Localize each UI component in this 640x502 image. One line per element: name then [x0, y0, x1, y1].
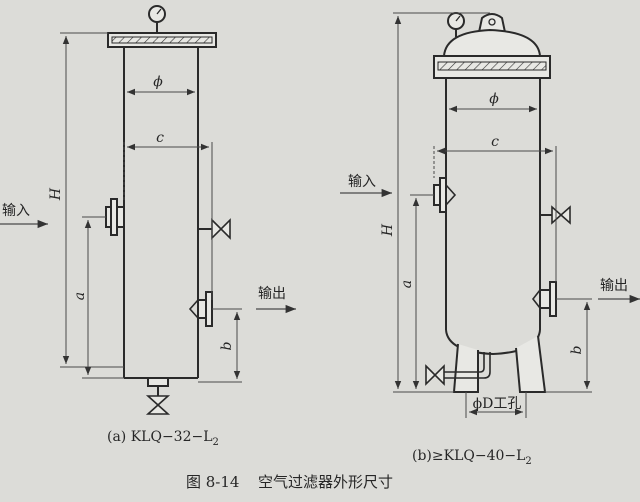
inlet-flange-b — [433, 177, 457, 213]
dim-H-b: H — [380, 223, 396, 237]
dim-phi-a: ϕ — [153, 74, 163, 90]
outlet-label-a: 输出 — [258, 286, 286, 302]
filter-a — [105, 5, 231, 415]
side-valve-a — [198, 218, 231, 240]
outlet-label-b: 输出 — [600, 278, 628, 294]
drain-valve-b — [425, 364, 445, 386]
dim-a-a: a — [72, 292, 88, 300]
caption-b: (b)≥KLQ−40−L2 — [412, 448, 532, 467]
filter-b — [425, 12, 571, 393]
pressure-gauge-icon — [148, 5, 166, 33]
inlet-label-b: 输入 — [348, 174, 376, 190]
inlet-label-a: 输入 — [2, 203, 30, 219]
dim-b-a: b — [219, 341, 235, 350]
pressure-gauge-icon — [447, 12, 465, 37]
outlet-flange-b — [531, 281, 557, 317]
dim-phi-b: ϕ — [489, 91, 499, 107]
leg-left — [452, 343, 479, 393]
inlet-flange-a — [105, 198, 125, 236]
hole-label-b: ϕD工孔 — [473, 396, 522, 412]
figure-number: 图 8-14 — [186, 473, 239, 491]
caption-a: (a) KLQ−32−L2 — [107, 429, 219, 448]
dim-b-b: b — [569, 345, 585, 354]
figure-title: 空气过滤器外形尺寸 — [258, 473, 393, 491]
dim-H-a: H — [48, 187, 64, 201]
outlet-flange-a — [188, 291, 213, 327]
dim-c-b: c — [491, 134, 499, 150]
dim-c-a: c — [156, 130, 164, 146]
dimensions-b — [340, 12, 640, 418]
drain-valve-a — [145, 377, 171, 415]
side-valve-b — [540, 205, 571, 225]
leg-right — [515, 335, 547, 393]
drain-pipe-b — [444, 352, 485, 373]
dim-a-b: a — [399, 280, 415, 288]
dimensions-a — [0, 32, 296, 383]
top-dome — [443, 28, 541, 57]
